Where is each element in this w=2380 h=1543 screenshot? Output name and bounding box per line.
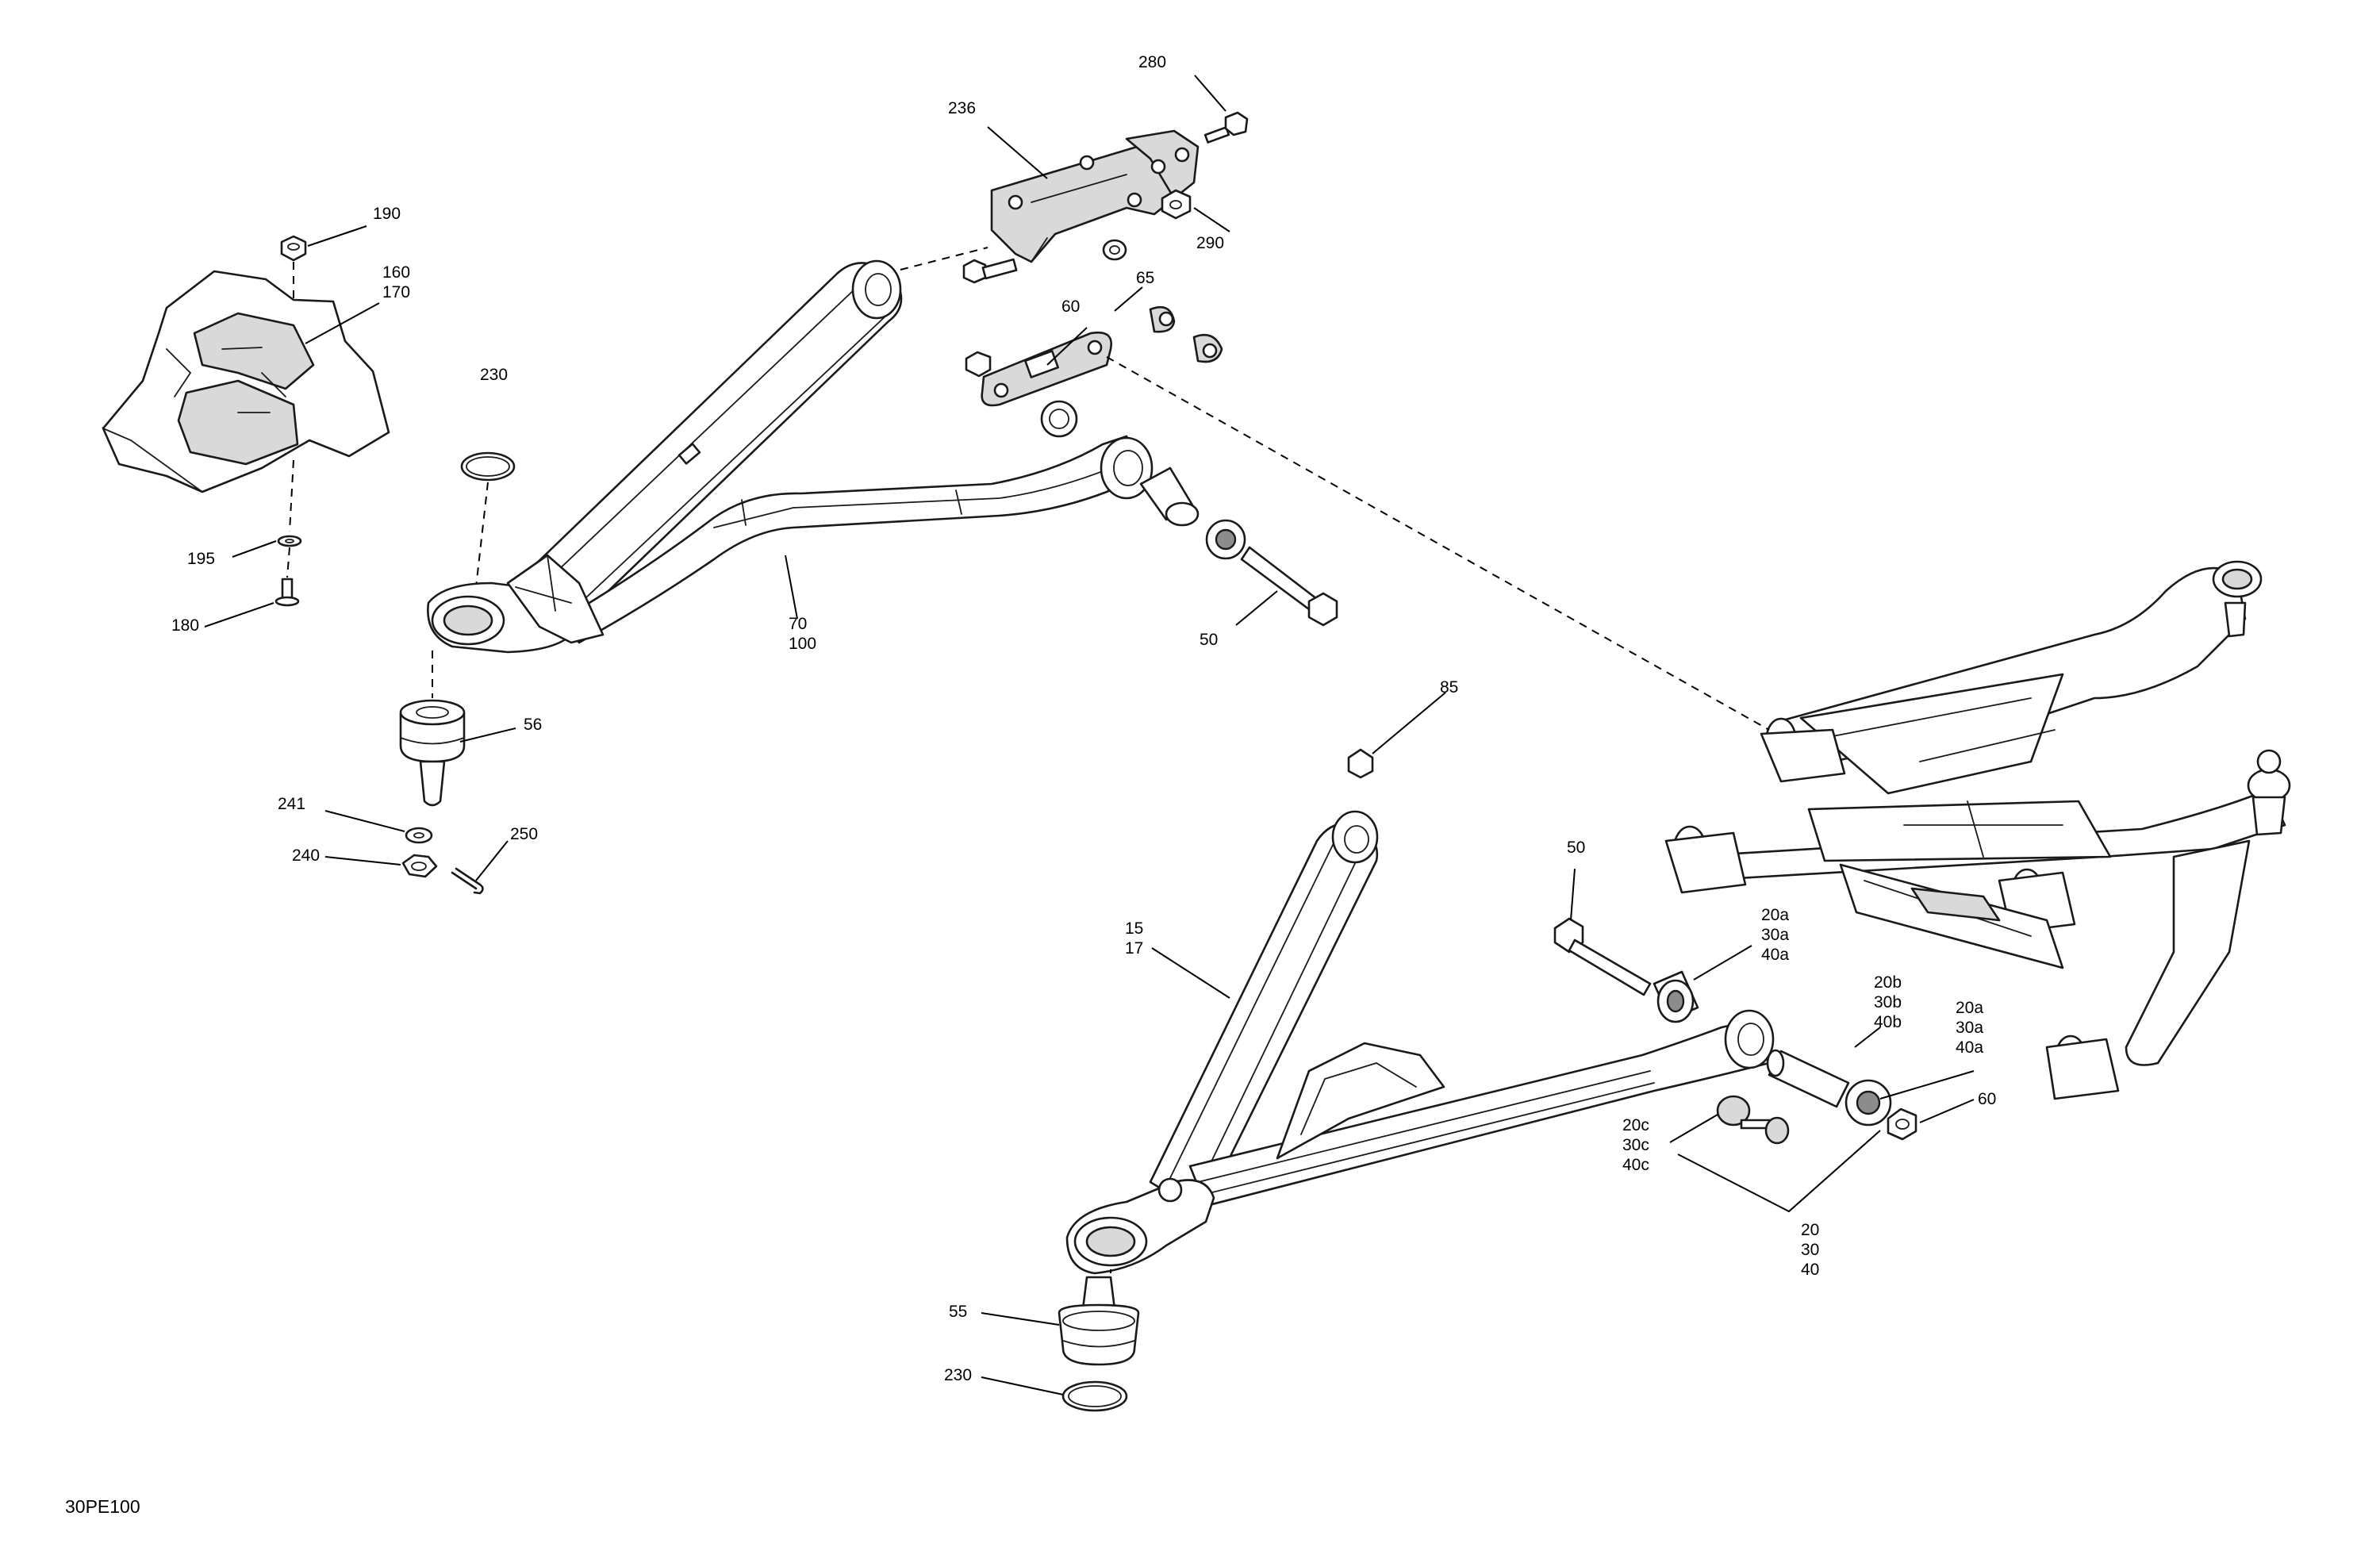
suspension-assembly-icon	[1664, 560, 2291, 1100]
bushing-icon	[1766, 1049, 1850, 1108]
callout-290: 290	[1196, 234, 1224, 252]
bolt-icon	[274, 578, 300, 607]
callout-56: 56	[524, 716, 542, 734]
callout-280: 280	[1138, 53, 1166, 71]
callout-230-bottom: 230	[944, 1366, 972, 1384]
callout-20a-2: 20a	[1956, 999, 1983, 1017]
bracket-icon	[981, 331, 1112, 407]
callout-195: 195	[187, 550, 215, 568]
callout-50-bottom: 50	[1567, 839, 1585, 857]
callout-30: 30	[1801, 1241, 1819, 1259]
bracket-icon	[990, 129, 1200, 263]
callout-40: 40	[1801, 1261, 1819, 1279]
bolt-icon	[962, 258, 1018, 284]
bolt-icon	[1240, 546, 1338, 627]
nut-icon	[401, 854, 438, 878]
skid-guard-icon	[102, 270, 390, 493]
figure-code: 30PE100	[65, 1496, 140, 1517]
washer-icon	[277, 535, 302, 547]
callout-241: 241	[278, 795, 305, 813]
leader-lines	[204, 75, 1975, 1395]
callout-30c: 30c	[1622, 1136, 1649, 1154]
retaining-ring-icon	[460, 451, 516, 482]
callout-20: 20	[1801, 1221, 1819, 1239]
bushing-icon	[1653, 970, 1699, 1023]
callout-60-bottom: 60	[1978, 1090, 1996, 1108]
callout-85: 85	[1440, 678, 1458, 697]
cotter-pin-icon	[451, 867, 484, 895]
callout-160: 160	[382, 263, 410, 282]
callout-55: 55	[949, 1303, 967, 1321]
bushing-icon	[1844, 1079, 1892, 1127]
callout-30b: 30b	[1874, 993, 1902, 1011]
upper-a-arm-icon	[427, 259, 1154, 654]
ball-joint-icon	[1058, 1269, 1140, 1366]
ball-joint-icon	[399, 651, 466, 807]
callout-180: 180	[171, 616, 199, 635]
bushing-icon	[1040, 400, 1246, 560]
callout-70: 70	[789, 615, 807, 633]
callout-17: 17	[1125, 939, 1143, 958]
nut-icon	[1347, 748, 1374, 779]
callout-20a-1: 20a	[1761, 906, 1789, 924]
bolt-icon	[1203, 111, 1249, 144]
callout-50-top: 50	[1200, 631, 1218, 649]
callout-240: 240	[292, 846, 320, 865]
nut-icon	[1161, 189, 1192, 220]
callout-20c: 20c	[1622, 1116, 1649, 1134]
callout-250: 250	[510, 825, 538, 843]
callout-236: 236	[948, 99, 976, 117]
nut-icon	[965, 351, 992, 378]
nut-icon	[280, 235, 307, 262]
callout-60-top: 60	[1061, 297, 1080, 316]
washer-icon	[1102, 239, 1127, 261]
callout-20b: 20b	[1874, 973, 1902, 992]
callout-40a-2: 40a	[1956, 1038, 1983, 1057]
callout-230-top: 230	[480, 366, 508, 384]
callout-40a-1: 40a	[1761, 946, 1789, 964]
callout-100: 100	[789, 635, 816, 653]
callout-65: 65	[1136, 269, 1154, 287]
washer-icon	[405, 827, 433, 844]
callout-40c: 40c	[1622, 1156, 1649, 1174]
callout-15: 15	[1125, 919, 1143, 938]
callout-170: 170	[382, 283, 410, 301]
callout-30a-2: 30a	[1956, 1019, 1983, 1037]
shim-icon	[1149, 305, 1223, 363]
callout-40b: 40b	[1874, 1013, 1902, 1031]
callout-190: 190	[373, 205, 401, 223]
shim-icon	[1716, 1095, 1790, 1145]
nut-icon	[1887, 1107, 1917, 1141]
callout-30a-1: 30a	[1761, 926, 1789, 944]
retaining-ring-icon	[1061, 1380, 1128, 1412]
lower-a-arm-icon	[1065, 810, 1775, 1275]
bolt-icon	[1553, 917, 1652, 996]
